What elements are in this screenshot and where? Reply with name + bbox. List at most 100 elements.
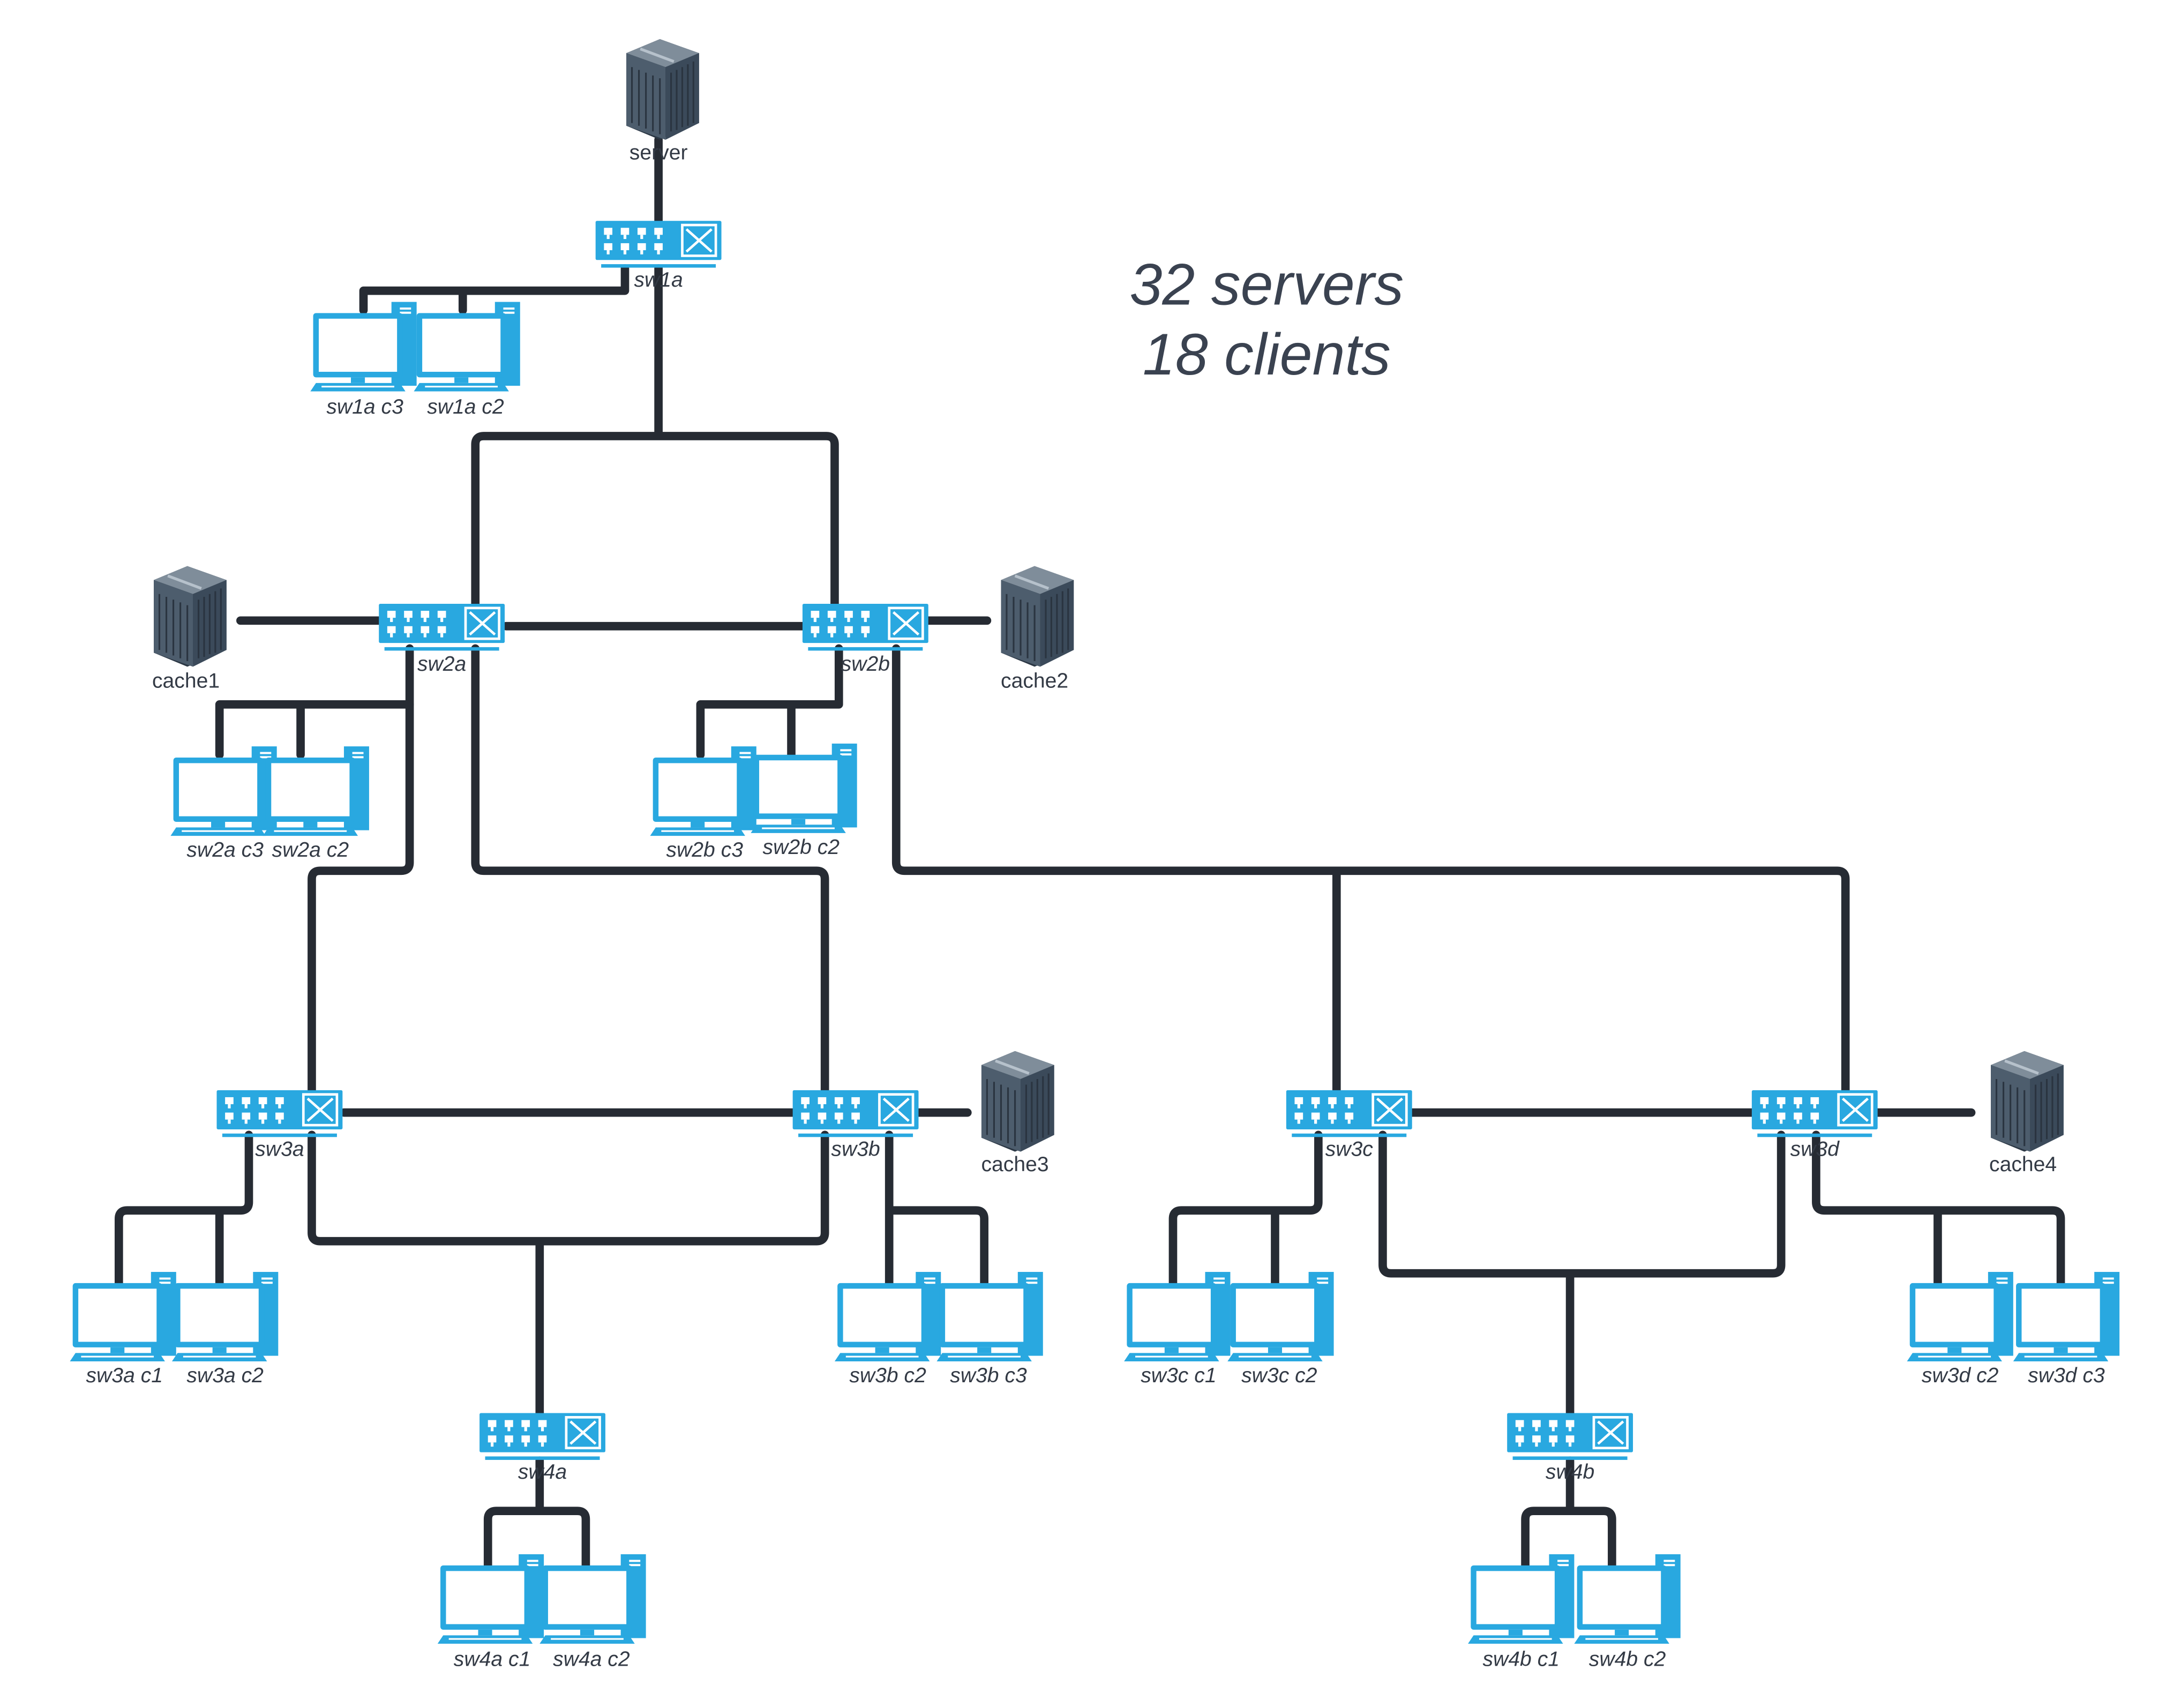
network-switch-icon: [596, 221, 722, 267]
client-sw3a-c1[interactable]: sw3a c1: [70, 1272, 176, 1387]
client-sw4a-c1[interactable]: sw4a c1: [437, 1554, 544, 1671]
server-tower-icon: [981, 1051, 1054, 1152]
server-cache4[interactable]: cache4: [1989, 1051, 2064, 1176]
client-label: sw4b c2: [1589, 1648, 1666, 1671]
client-sw3b-c2[interactable]: sw3b c2: [834, 1272, 941, 1387]
switch-sw3c[interactable]: sw3c: [1286, 1090, 1412, 1161]
client-label: sw3a c2: [186, 1364, 264, 1387]
client-sw2a-c3[interactable]: sw2a c3: [170, 746, 277, 862]
cache1-label: cache1: [152, 670, 220, 693]
client-sw3c-c1[interactable]: sw3c c1: [1124, 1272, 1231, 1387]
client-sw1a-c3[interactable]: sw1a c3: [310, 302, 417, 419]
client-label: sw2a c3: [186, 838, 264, 862]
link-sw3b-clients: [885, 1130, 988, 1287]
link-sw3ab-sw4a: [308, 1130, 829, 1418]
desktop-computer-icon: [414, 302, 520, 392]
link-sw3cd-sw4b: [1378, 1130, 1786, 1418]
client-label: sw2b c2: [763, 836, 840, 859]
switch-label: sw2a: [417, 653, 466, 676]
switch-label: sw3a: [255, 1138, 304, 1161]
client-sw4a-c2[interactable]: sw4a c2: [539, 1554, 646, 1671]
server-tower-icon: [154, 566, 227, 667]
link-sw1a-clients: [359, 264, 629, 314]
switch-label: sw4b: [1546, 1460, 1594, 1484]
switch-sw2a[interactable]: sw2a: [379, 604, 505, 676]
client-sw2a-c2[interactable]: sw2a c2: [263, 746, 369, 862]
network-switch-icon: [379, 604, 505, 650]
link-sw4a-clients: [483, 1456, 590, 1570]
link-sw3a-clients: [114, 1130, 253, 1287]
server-cache1[interactable]: cache1: [152, 566, 227, 693]
server-tower-icon: [1991, 1051, 2064, 1152]
client-label: sw4a c1: [454, 1648, 531, 1671]
desktop-computer-icon: [539, 1554, 646, 1644]
client-label: sw4b c1: [1482, 1648, 1560, 1671]
switch-label: sw4a: [518, 1460, 567, 1484]
client-label: sw3b c2: [849, 1364, 926, 1387]
link-sw3c-clients: [1168, 1130, 1323, 1287]
client-sw4b-c2[interactable]: sw4b c2: [1574, 1554, 1681, 1671]
desktop-computer-icon: [1574, 1554, 1681, 1644]
client-sw3a-c2[interactable]: sw3a c2: [171, 1272, 279, 1387]
summary-note: 32 servers 18 clients: [1129, 252, 1404, 387]
client-sw3d-c2[interactable]: sw3d c2: [1907, 1272, 2013, 1387]
client-sw4b-c1[interactable]: sw4b c1: [1468, 1554, 1575, 1671]
client-sw3b-c3[interactable]: sw3b c3: [936, 1272, 1043, 1387]
link-sw3d-clients: [1812, 1130, 2065, 1287]
network-switch-icon: [1507, 1413, 1633, 1460]
link-sw1a-sw2: [471, 264, 839, 608]
server-tower-icon: [1001, 566, 1074, 667]
client-label: sw3b c3: [950, 1364, 1027, 1387]
server-label: server: [629, 141, 688, 164]
desktop-computer-icon: [437, 1554, 544, 1644]
desktop-computer-icon: [751, 743, 857, 833]
switch-sw4b[interactable]: sw4b: [1507, 1413, 1633, 1484]
network-switch-icon: [793, 1090, 919, 1137]
client-sw1a-c2[interactable]: sw1a c2: [414, 302, 520, 419]
desktop-computer-icon: [834, 1272, 941, 1362]
desktop-computer-icon: [1907, 1272, 2013, 1362]
note-clients: 18 clients: [1143, 322, 1391, 387]
desktop-computer-icon: [310, 302, 417, 392]
desktop-computer-icon: [1124, 1272, 1231, 1362]
client-label: sw2a c2: [272, 838, 349, 862]
desktop-computer-icon: [936, 1272, 1043, 1362]
switch-sw3b[interactable]: sw3b: [793, 1090, 919, 1161]
server-cache3[interactable]: cache3: [981, 1051, 1054, 1176]
desktop-computer-icon: [171, 1272, 279, 1362]
server-cache2[interactable]: cache2: [1001, 566, 1074, 693]
switch-label: sw1a: [634, 268, 683, 291]
client-label: sw3d c2: [1922, 1364, 1999, 1387]
switch-sw1a[interactable]: sw1a: [596, 221, 722, 291]
network-switch-icon: [479, 1413, 605, 1460]
network-switch-icon: [1286, 1090, 1412, 1137]
client-sw2b-c3[interactable]: sw2b c3: [650, 746, 756, 862]
switch-sw2b[interactable]: sw2b: [803, 604, 928, 676]
link-sw2a-clients: [215, 644, 414, 759]
desktop-computer-icon: [170, 746, 277, 836]
switch-label: sw3d: [1790, 1138, 1840, 1161]
client-label: sw3d c3: [2028, 1364, 2105, 1387]
client-label: sw3a c1: [86, 1364, 163, 1387]
link-sw2b-sw3cd: [891, 644, 1850, 1095]
link-sw2a-sw3b: [471, 644, 829, 1095]
switch-sw3d[interactable]: sw3d: [1752, 1090, 1878, 1161]
client-label: sw4a c2: [553, 1648, 630, 1671]
client-sw3d-c3[interactable]: sw3d c3: [2013, 1272, 2120, 1387]
link-sw4b-clients: [1521, 1456, 1616, 1570]
switch-label: sw2b: [841, 653, 890, 676]
network-links: [114, 136, 2065, 1570]
server-server[interactable]: server: [626, 39, 699, 164]
client-sw2b-c2[interactable]: sw2b c2: [751, 743, 857, 859]
switch-sw3a[interactable]: sw3a: [216, 1090, 342, 1161]
note-servers: 32 servers: [1129, 252, 1404, 318]
server-tower-icon: [626, 39, 699, 140]
desktop-computer-icon: [1468, 1554, 1575, 1644]
client-sw3c-c2[interactable]: sw3c c2: [1227, 1272, 1334, 1387]
desktop-computer-icon: [2013, 1272, 2120, 1362]
cache2-label: cache2: [1001, 670, 1068, 693]
desktop-computer-icon: [263, 746, 369, 836]
network-switch-icon: [1752, 1090, 1878, 1137]
switch-sw4a[interactable]: sw4a: [479, 1413, 605, 1484]
